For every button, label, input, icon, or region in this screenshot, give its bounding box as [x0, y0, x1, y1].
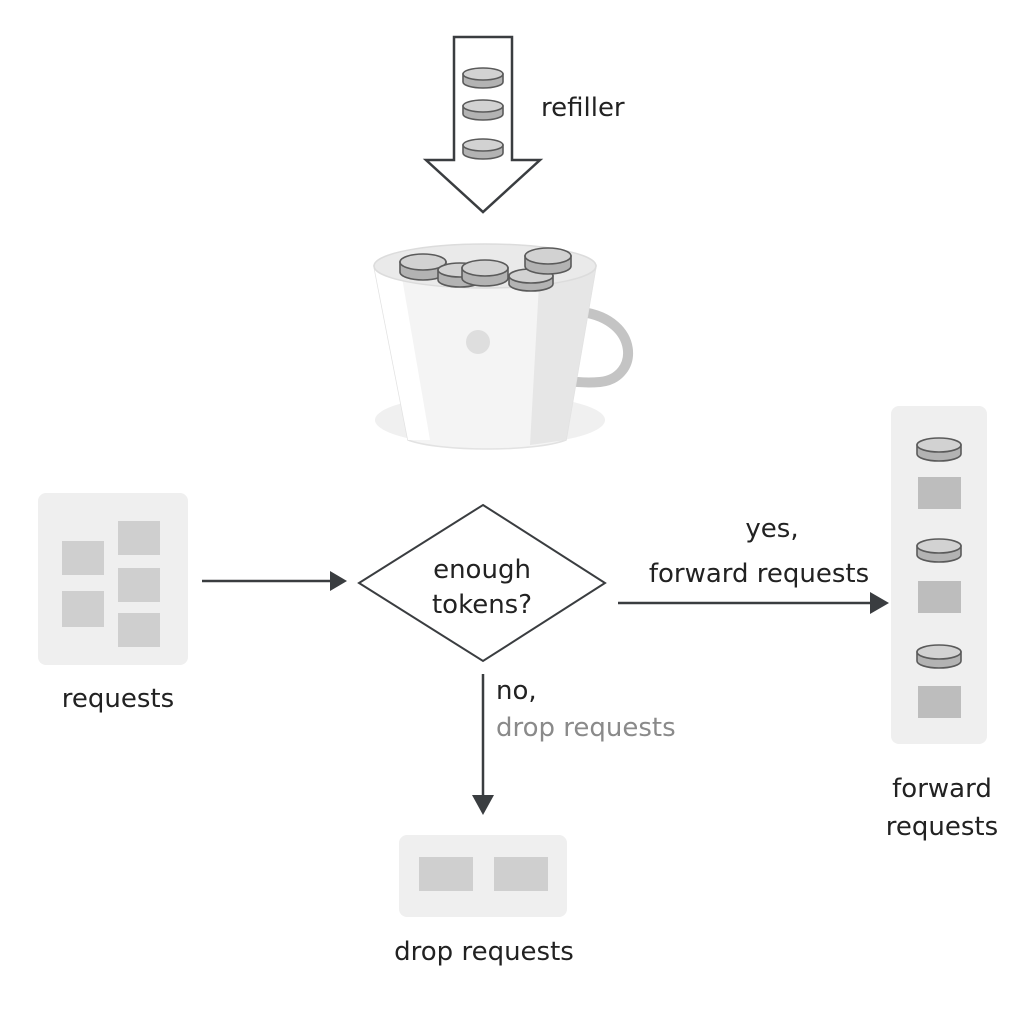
yes-label: yes,	[745, 514, 798, 544]
refiller-token-3	[462, 138, 504, 160]
bucket-token-3	[461, 259, 509, 287]
request-item	[62, 591, 104, 627]
bucket-token-5	[524, 247, 572, 275]
dropped-request-item	[494, 857, 548, 891]
forward-token-2	[916, 538, 962, 563]
dropped-request-item	[419, 857, 473, 891]
request-item	[118, 568, 160, 602]
refiller-token-1	[462, 67, 504, 89]
yes-forward-requests-label: forward requests	[649, 559, 869, 589]
bucket-token-1	[399, 253, 447, 281]
forward-label-line1: forward	[892, 774, 992, 804]
no-label: no,	[496, 676, 537, 706]
decision-text-line2: tokens?	[432, 590, 532, 620]
refiller-token-2	[462, 99, 504, 121]
drop-panel	[399, 835, 567, 917]
request-item	[62, 541, 104, 575]
request-item	[118, 521, 160, 555]
request-item	[118, 613, 160, 647]
refiller-arrow	[422, 35, 544, 214]
forward-label-line2: requests	[886, 812, 998, 842]
decision-text-line1: enough	[433, 555, 531, 585]
arrow-no-drop	[472, 674, 494, 815]
no-drop-requests-label: drop requests	[496, 713, 676, 743]
requests-panel	[38, 493, 188, 665]
forward-panel	[891, 406, 987, 744]
drop-label: drop requests	[394, 937, 574, 967]
forward-request-item	[918, 477, 961, 509]
forward-token-1	[916, 437, 962, 462]
forward-token-3	[916, 644, 962, 669]
arrow-requests-to-decision	[202, 571, 347, 591]
requests-label: requests	[62, 684, 174, 714]
forward-request-item	[918, 581, 961, 613]
decision-diamond	[357, 503, 607, 663]
refiller-label: refiller	[541, 93, 625, 123]
arrow-yes-forward	[618, 592, 889, 614]
forward-request-item	[918, 686, 961, 718]
